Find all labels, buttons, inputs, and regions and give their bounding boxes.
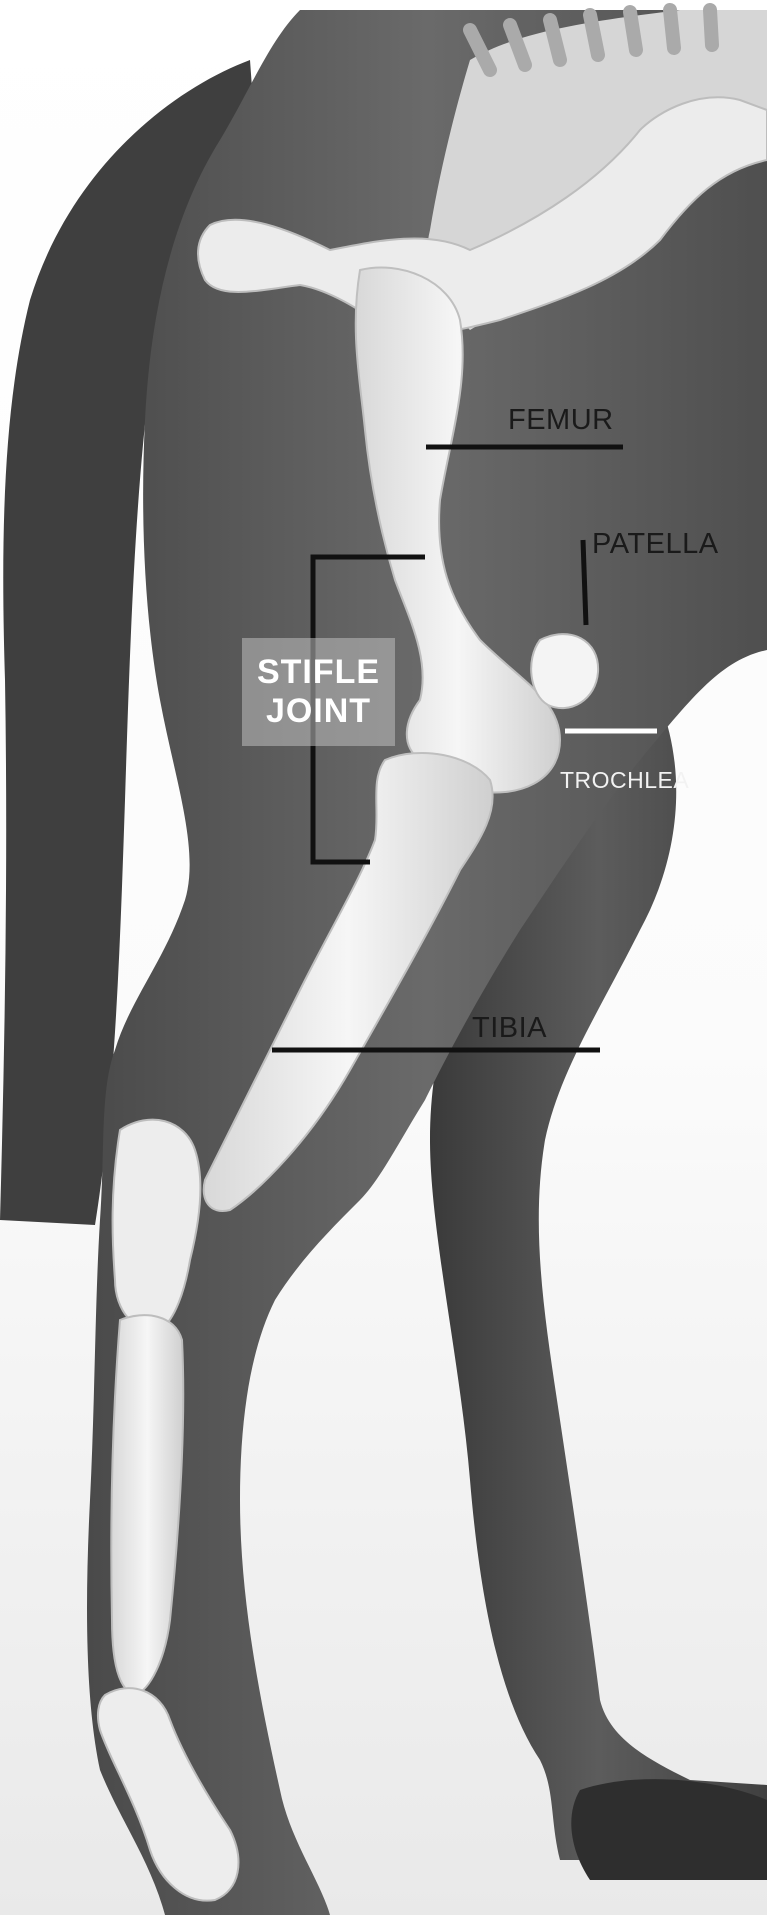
tibia-label: TIBIA [472, 1012, 547, 1045]
femur-label: FEMUR [508, 404, 614, 437]
stifle-label-line2: JOINT [266, 692, 371, 731]
patella-leader-line [583, 540, 586, 625]
patella-label: PATELLA [592, 528, 719, 561]
trochlea-label: TROCHLEA [560, 767, 689, 794]
stifle-label-line1: STIFLE [257, 653, 380, 692]
stifle-joint-label-box: STIFLE JOINT [242, 638, 395, 746]
far-hoof [571, 1779, 767, 1880]
patella-bone [531, 634, 598, 708]
